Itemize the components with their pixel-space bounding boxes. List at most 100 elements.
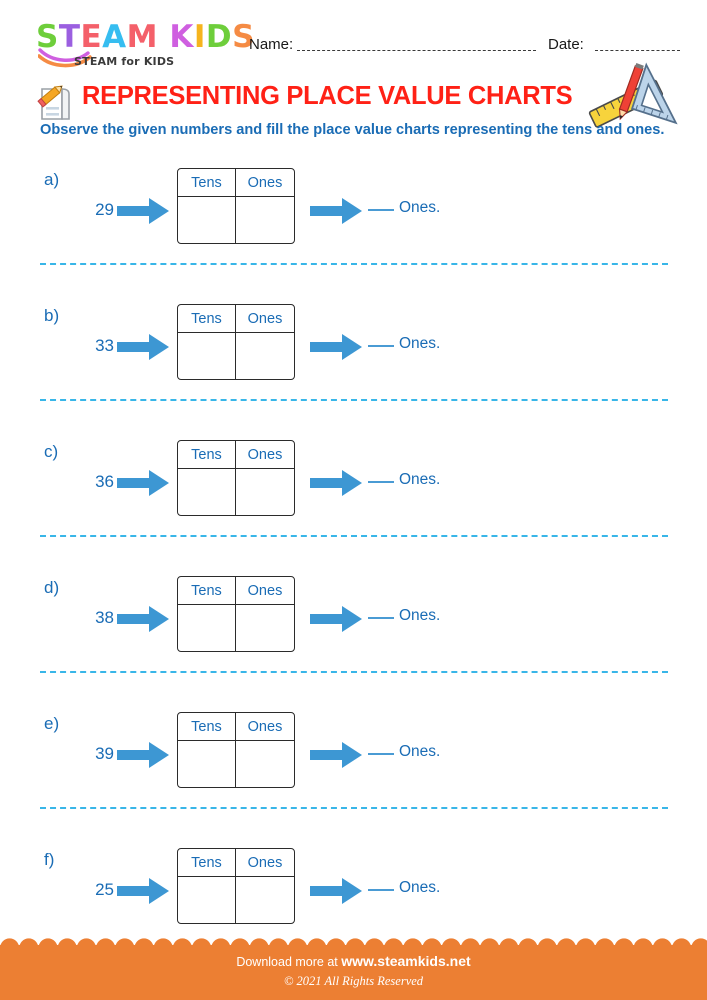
table-header-row: Tens Ones <box>178 577 294 605</box>
problem-number: 39 <box>95 744 114 763</box>
arrow-right-icon <box>117 742 169 768</box>
tens-input-cell[interactable] <box>178 333 236 379</box>
answer-unit-label: Ones. <box>399 199 441 216</box>
section-divider <box>40 807 668 809</box>
arrow-right-icon <box>117 198 169 224</box>
logo-wordmark: STEAM KIDS <box>36 19 254 55</box>
ones-header: Ones <box>247 582 283 599</box>
answer-blank[interactable] <box>368 481 394 483</box>
footer-site-link[interactable]: www.steamkids.net <box>341 953 471 969</box>
tens-input-cell[interactable] <box>178 469 236 515</box>
answer-text: Ones. <box>368 471 440 489</box>
arrow-right-icon <box>310 198 362 224</box>
tens-input-cell[interactable] <box>178 741 236 787</box>
ruler-triangle-pencil-icon <box>588 62 678 128</box>
section-divider <box>40 671 668 673</box>
ones-header: Ones <box>247 718 283 735</box>
logo-letter-4: M <box>126 19 159 55</box>
arrow-right-icon <box>310 470 362 496</box>
arrow-right-icon <box>310 878 362 904</box>
tens-input-cell[interactable] <box>178 605 236 651</box>
ones-input-cell[interactable] <box>236 877 294 923</box>
page-footer: Download more at www.steamkids.net © 202… <box>0 938 707 1000</box>
footer-copyright: © 2021 All Rights Reserved <box>283 974 424 988</box>
steam-kids-logo: STEAM KIDS STEAM for KIDS <box>36 19 254 70</box>
ones-input-cell[interactable] <box>236 333 294 379</box>
logo-letter-9: S <box>232 19 255 55</box>
answer-blank[interactable] <box>368 889 394 891</box>
answer-blank[interactable] <box>368 345 394 347</box>
logo-letter-3: A <box>102 19 127 55</box>
tens-header: Tens <box>178 169 236 196</box>
date-label: Date: <box>548 36 584 53</box>
date-input-line[interactable] <box>595 50 680 51</box>
answer-text: Ones. <box>368 607 440 625</box>
ones-header: Ones <box>247 854 283 871</box>
footer-download-prefix: Download more at <box>236 955 338 969</box>
answer-blank[interactable] <box>368 753 394 755</box>
footer-scallop-edge <box>0 938 707 948</box>
footer-download-line: Download more at www.steamkids.net <box>0 953 707 969</box>
name-input-line[interactable] <box>297 50 536 51</box>
problem-number: 36 <box>95 472 114 491</box>
ones-input-cell[interactable] <box>236 605 294 651</box>
tens-header: Tens <box>178 849 236 876</box>
ones-header: Ones <box>247 310 283 327</box>
logo-letter-8: D <box>205 19 233 55</box>
tens-header: Tens <box>178 577 236 604</box>
notepad-pencil-icon <box>37 85 70 120</box>
ones-input-cell[interactable] <box>236 741 294 787</box>
answer-unit-label: Ones. <box>399 471 441 488</box>
logo-letter-6: K <box>169 19 194 55</box>
problem-letter: d) <box>44 578 60 597</box>
logo-tagline: STEAM for KIDS <box>74 55 175 68</box>
place-value-table: Tens Ones <box>177 168 295 244</box>
table-header-row: Tens Ones <box>178 305 294 333</box>
problem-number: 33 <box>95 336 114 355</box>
logo-letter-0: S <box>36 19 59 55</box>
arrow-right-icon <box>117 334 169 360</box>
answer-text: Ones. <box>368 199 440 217</box>
answer-unit-label: Ones. <box>399 743 441 760</box>
problem-letter: b) <box>44 306 60 325</box>
table-answer-row <box>178 469 294 515</box>
arrow-right-icon <box>310 334 362 360</box>
logo-letter-1: T <box>58 19 81 55</box>
place-value-table: Tens Ones <box>177 304 295 380</box>
ones-input-cell[interactable] <box>236 469 294 515</box>
section-divider <box>40 263 668 265</box>
problem-letter: f) <box>44 850 55 869</box>
table-answer-row <box>178 605 294 651</box>
ones-input-cell[interactable] <box>236 197 294 243</box>
ones-header: Ones <box>247 174 283 191</box>
problem-number: 38 <box>95 608 114 627</box>
arrow-right-icon <box>117 470 169 496</box>
problem-number: 29 <box>95 200 114 219</box>
title-row: REPRESENTING PLACE VALUE CHARTS <box>0 62 707 128</box>
answer-blank[interactable] <box>368 617 394 619</box>
place-value-table: Tens Ones <box>177 576 295 652</box>
logo-swoosh-icon <box>38 48 92 68</box>
section-divider <box>40 399 668 401</box>
instructions-text: Observe the given numbers and fill the p… <box>40 122 665 138</box>
problem-number: 25 <box>95 880 114 899</box>
answer-blank[interactable] <box>368 209 394 211</box>
page-header: STEAM KIDS STEAM for KIDS Name: Date: <box>0 0 707 70</box>
arrow-right-icon <box>310 742 362 768</box>
tens-header: Tens <box>178 305 236 332</box>
tens-input-cell[interactable] <box>178 197 236 243</box>
page-title: REPRESENTING PLACE VALUE CHARTS <box>82 82 573 110</box>
logo-letter-2: E <box>80 19 103 55</box>
answer-text: Ones. <box>368 743 440 761</box>
problem-letter: a) <box>44 170 60 189</box>
tens-input-cell[interactable] <box>178 877 236 923</box>
